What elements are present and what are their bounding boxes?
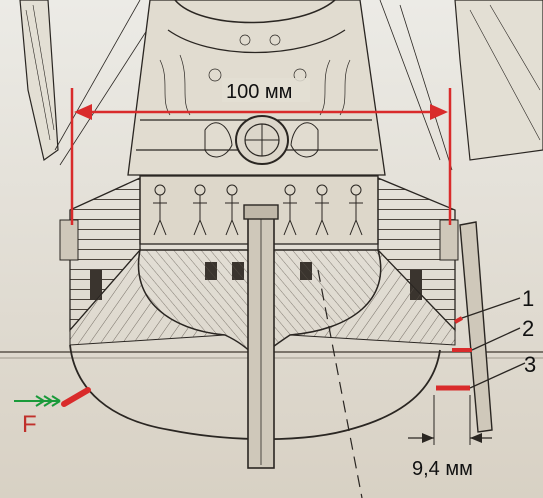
- callout-markers: [436, 316, 472, 391]
- dimension-bottom-label: 9,4 мм: [412, 458, 473, 480]
- force-arrow: [14, 387, 91, 407]
- force-label: F: [22, 411, 37, 438]
- callout-leaders: [461, 297, 526, 389]
- dimension-top-label: 100 мм: [226, 81, 292, 103]
- dimension-100mm: [70, 78, 452, 225]
- hull-hatch-right: [289, 249, 456, 346]
- sail-left: [19, 0, 59, 162]
- callout-2: 2: [522, 316, 534, 341]
- coat-of-arms: [204, 115, 319, 165]
- callout-3: 3: [524, 352, 536, 377]
- side-spar: [459, 221, 493, 433]
- rigging-lines: [54, 0, 453, 171]
- rudder: [243, 204, 279, 469]
- centre-dashed-line: [317, 269, 363, 498]
- dimension-9-4mm: [408, 395, 492, 445]
- sail-right: [454, 0, 543, 161]
- callout-1: 1: [522, 286, 534, 311]
- hull-hatch-left: [69, 248, 226, 346]
